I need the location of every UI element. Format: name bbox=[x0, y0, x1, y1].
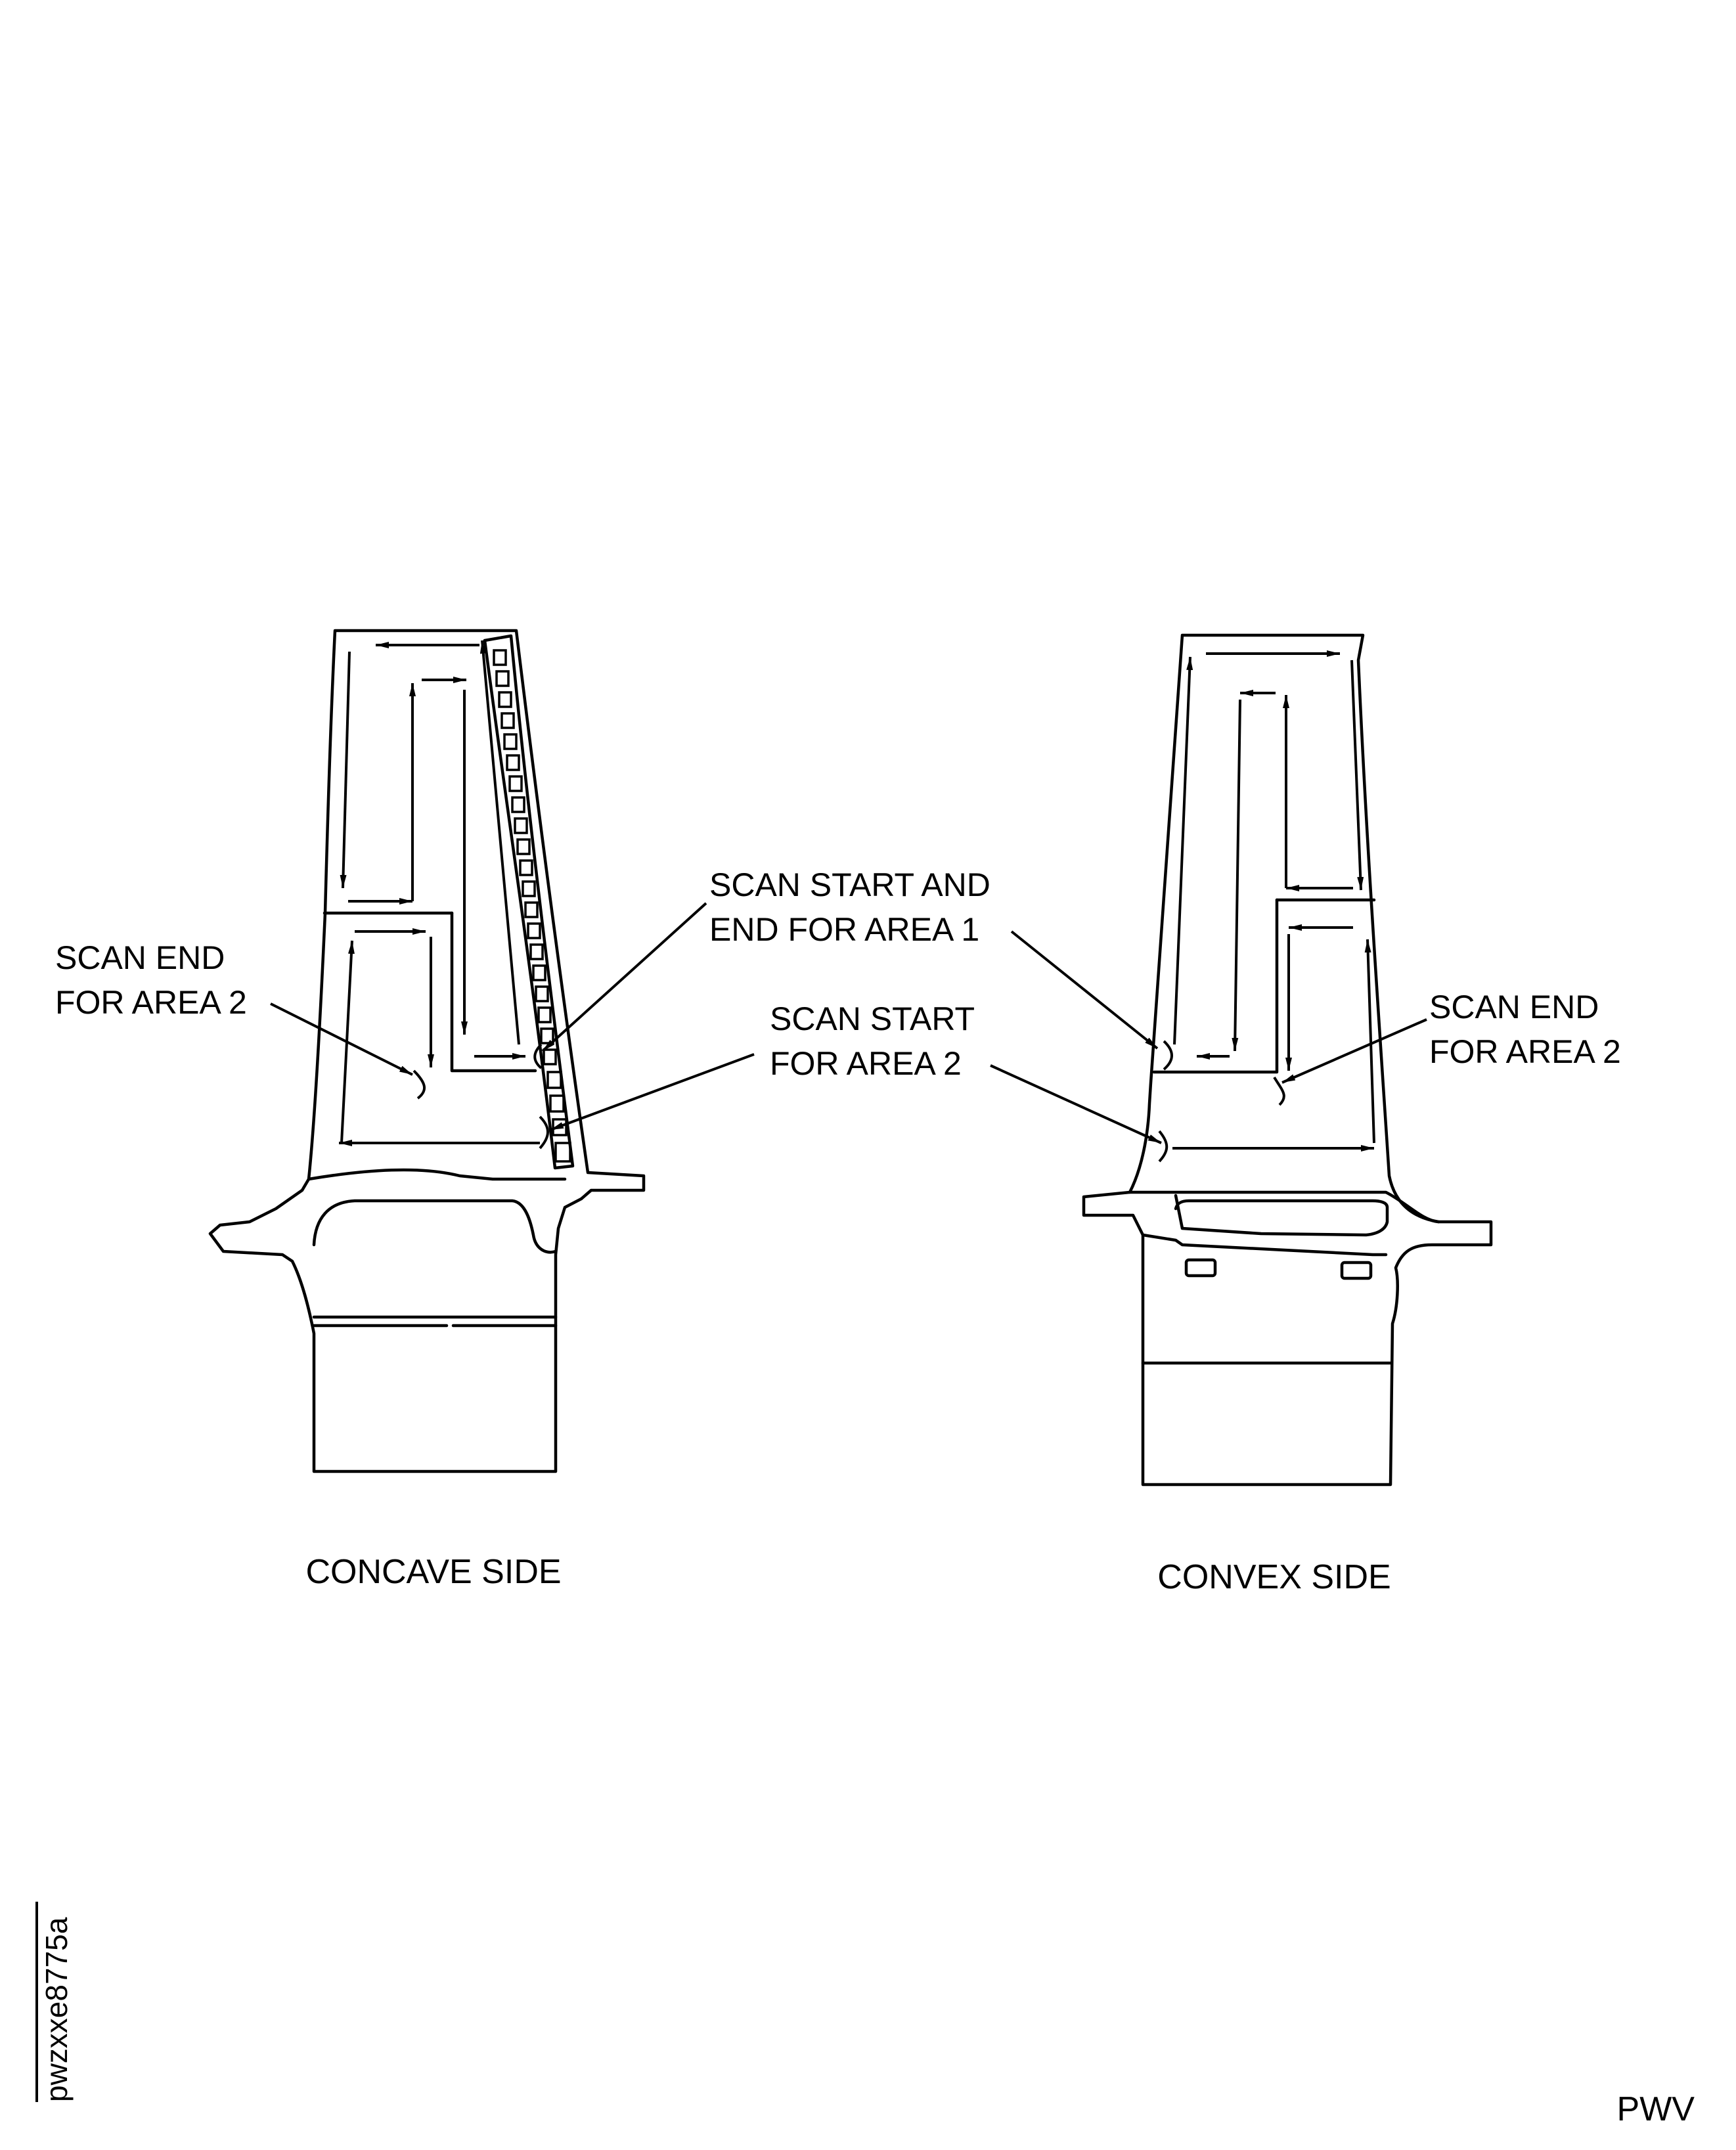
concave-area1-marker bbox=[533, 1043, 543, 1069]
concave-scan-arrows bbox=[339, 640, 540, 1146]
convex-scan-arrows bbox=[1172, 650, 1375, 1152]
figure-id: pwzxxe8775a bbox=[39, 1917, 74, 2102]
convex-root-shelf bbox=[1141, 1233, 1388, 1257]
label-area2-start-line2: FOR AREA 2 bbox=[770, 1045, 962, 1082]
leader-area2-start-concave bbox=[550, 1053, 755, 1131]
leader-area2-start-convex bbox=[990, 1064, 1162, 1144]
convex-scan-end-marker bbox=[1273, 1076, 1285, 1106]
leader-convex-scan-end bbox=[1281, 1018, 1427, 1084]
caption-concave-side: CONCAVE SIDE bbox=[305, 1553, 561, 1591]
label-area1-line1: SCAN START AND bbox=[709, 866, 990, 903]
convex-area1-boundary bbox=[1152, 898, 1279, 1074]
leader-concave-scan-end bbox=[270, 1002, 413, 1076]
concave-blade bbox=[208, 629, 646, 1473]
concave-arrow-left-down bbox=[340, 651, 351, 889]
label-convex-scan-end-line1: SCAN END bbox=[1429, 989, 1599, 1025]
label-concave-scan-end-line2: FOR AREA 2 bbox=[55, 984, 247, 1021]
label-area2-start-line1: SCAN START bbox=[770, 1000, 975, 1037]
label-concave-scan-end-line1: SCAN END bbox=[55, 939, 225, 976]
concave-area2-start-marker bbox=[539, 1115, 549, 1150]
convex-arrow-area2-up bbox=[1364, 939, 1375, 1144]
convex-airfoil-outline bbox=[1082, 633, 1493, 1487]
convex-root-slot-left bbox=[1184, 1258, 1217, 1278]
label-convex-scan-end-line2: FOR AREA 2 bbox=[1429, 1033, 1621, 1070]
leader-area1-convex bbox=[1010, 930, 1159, 1050]
label-area1-line2: END FOR AREA 1 bbox=[709, 911, 979, 948]
convex-root-pocket bbox=[1174, 1194, 1389, 1237]
convex-root-slot-right bbox=[1340, 1261, 1373, 1280]
convex-area1-marker bbox=[1163, 1040, 1173, 1071]
convex-blade bbox=[1082, 633, 1493, 1487]
concave-airfoil-outline bbox=[208, 629, 646, 1473]
leader-lines bbox=[270, 902, 1427, 1144]
concave-cooling-holes bbox=[493, 649, 571, 1163]
concave-root-cavity bbox=[312, 1199, 558, 1254]
leader-area1-concave bbox=[541, 902, 707, 1052]
concave-area1-boundary bbox=[450, 911, 537, 1073]
corner-code: PWV bbox=[1617, 2090, 1695, 2128]
convex-arrow-down bbox=[1232, 699, 1241, 1052]
convex-area2-start-marker bbox=[1158, 1130, 1168, 1163]
concave-arrow-strip-up bbox=[479, 640, 520, 1045]
concave-scan-end-marker bbox=[412, 1069, 426, 1100]
convex-arrow-leading-up bbox=[1173, 656, 1193, 1045]
convex-arrow-right-down bbox=[1350, 660, 1364, 891]
convex-platform-line bbox=[1128, 1190, 1440, 1224]
concave-platform-line bbox=[307, 1168, 567, 1181]
concave-cooling-strip bbox=[483, 634, 575, 1170]
caption-convex-side: CONVEX SIDE bbox=[1157, 1558, 1391, 1596]
